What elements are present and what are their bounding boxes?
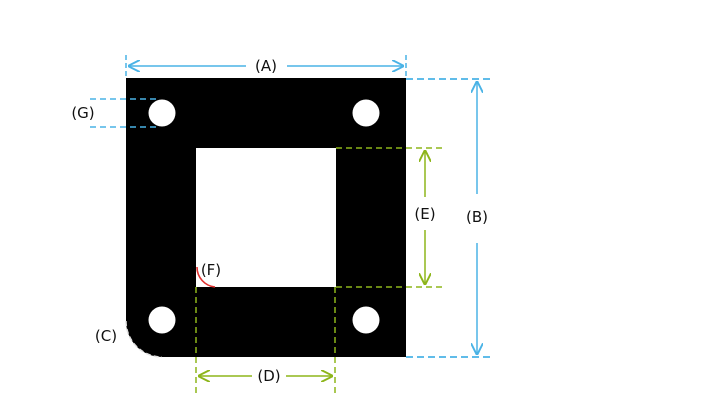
label-e: (E) — [414, 205, 435, 223]
label-c: (C) — [95, 327, 117, 345]
dimension-f: (F) — [196, 261, 221, 288]
hole-bottom-right — [352, 306, 380, 334]
label-a: (A) — [255, 57, 277, 75]
dimension-g: (G) — [71, 98, 160, 128]
hole-top-right — [352, 99, 380, 127]
label-f: (F) — [201, 261, 221, 279]
hole-bottom-left — [148, 306, 176, 334]
dimension-c: (C) — [95, 320, 163, 358]
label-d: (D) — [257, 367, 280, 385]
label-g: (G) — [71, 104, 94, 122]
dimension-d: (D) — [195, 287, 336, 393]
dimension-a: (A) — [125, 55, 407, 78]
label-b: (B) — [466, 208, 488, 226]
hole-top-left — [148, 99, 176, 127]
dimension-b: (B) — [406, 78, 490, 358]
dimension-e: (E) — [336, 147, 444, 288]
